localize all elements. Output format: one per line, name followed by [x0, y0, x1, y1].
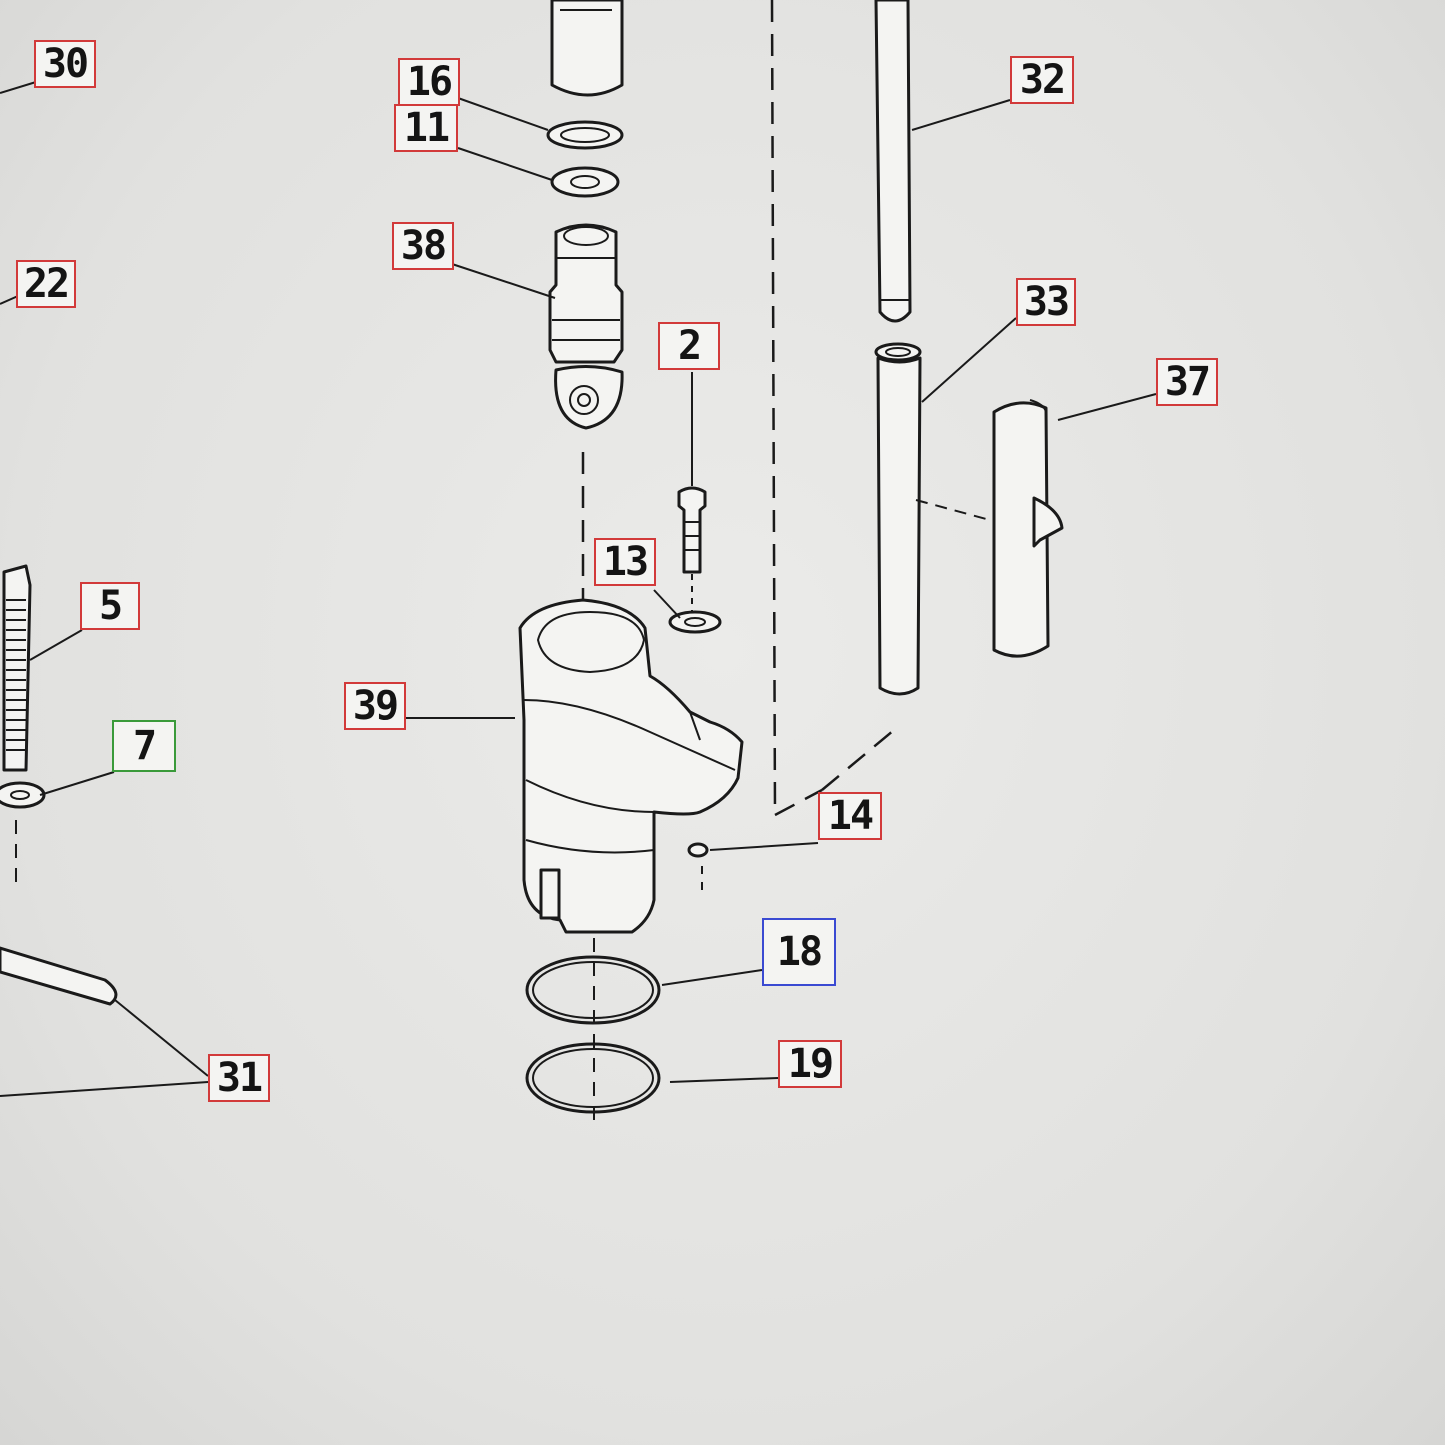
callout-22: 22 [16, 260, 76, 308]
o-ring-part-19 [525, 1042, 661, 1114]
o-ring-part-18 [525, 955, 661, 1025]
leader-lines [0, 81, 1157, 1097]
screw-part-2 [677, 372, 707, 612]
callout-5: 5 [80, 582, 140, 630]
stem-part-38 [548, 223, 624, 430]
body-part-39 [518, 598, 744, 934]
rod-part-32 [874, 0, 912, 323]
callout-14: 14 [818, 792, 882, 840]
washer-part-7 [0, 781, 46, 890]
callout-7: 7 [112, 720, 176, 772]
washer-part-16 [546, 120, 624, 150]
callout-13: 13 [594, 538, 656, 586]
pin-part-14 [687, 842, 709, 890]
bolt-part-5 [2, 564, 32, 772]
pin-part-31 [0, 946, 118, 1006]
callout-33: 33 [1016, 278, 1076, 326]
tube-part-33 [874, 342, 922, 696]
callout-16: 16 [398, 58, 460, 106]
callout-38: 38 [392, 222, 454, 270]
upper-tube-part [550, 0, 624, 97]
callout-39: 39 [344, 682, 406, 730]
washer-part-13 [668, 610, 722, 634]
sleeve-part-37 [992, 399, 1064, 658]
callout-30: 30 [34, 40, 96, 88]
washer-part-11 [550, 166, 620, 198]
callout-37: 37 [1156, 358, 1218, 406]
callout-18: 18 [762, 918, 836, 986]
callout-32: 32 [1010, 56, 1074, 104]
callout-11: 11 [394, 104, 458, 152]
callout-19: 19 [778, 1040, 842, 1088]
callout-2: 2 [658, 322, 720, 370]
callout-31: 31 [208, 1054, 270, 1102]
